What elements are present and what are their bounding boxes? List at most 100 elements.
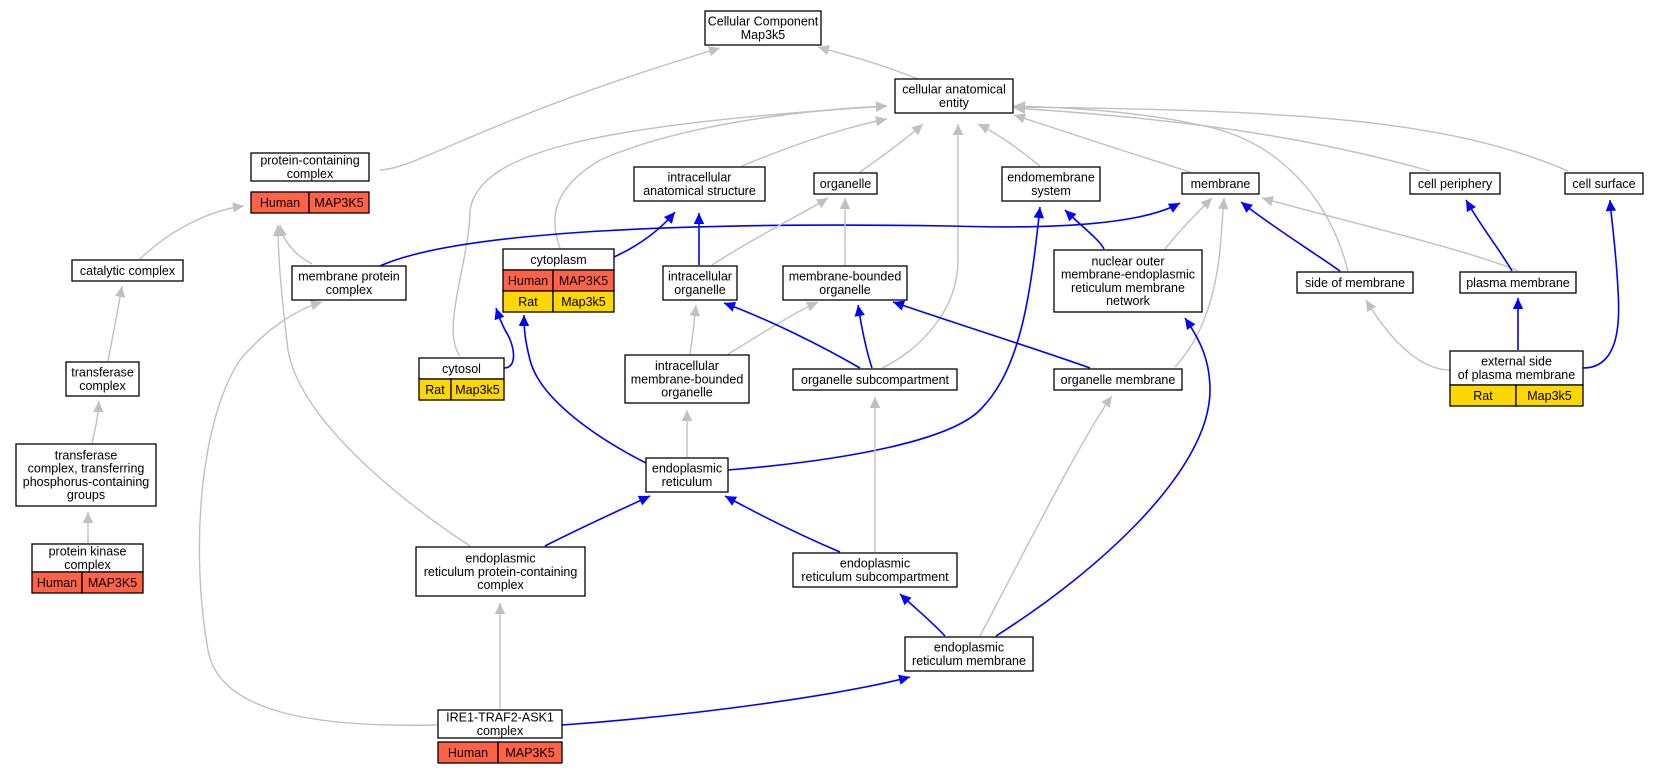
term-label-line: membrane protein [298,270,399,284]
is-a-edge-line [741,118,888,167]
edge-er-to-imbo [681,410,693,457]
term-label-line: intracellular [668,270,732,284]
edge-arrowhead [839,198,851,209]
edge-arrowhead [1014,101,1026,112]
annotation-cell [1515,384,1584,407]
rat-annotation-gene[interactable]: Map3k5 [1515,384,1584,407]
term-box [1001,166,1101,202]
annotation-label: Rat [425,383,445,397]
annotation-label: MAP3K5 [88,576,137,590]
term-box [71,259,184,282]
part-of-edge-line [727,206,1041,471]
rat-annotation-species[interactable]: Rat [502,290,554,313]
term-node-pm[interactable]: plasma membrane [1459,271,1577,294]
term-box [645,457,729,493]
term-node-org[interactable]: organelle [813,172,878,195]
term-label-line: groups [67,488,105,502]
edge-tcp-to-trc [91,400,104,444]
human-annotation-gene[interactable]: MAP3K5 [552,269,615,292]
edge-trc-to-catc [107,285,126,362]
part-of-edge-line [1582,199,1620,369]
edge-arrowhead [1605,200,1617,212]
term-box [1409,172,1501,195]
edge-csurf-to-cae [1013,101,1569,172]
term-label-line: organelle [820,177,871,191]
is-a-edge-line [1013,107,1431,172]
is-a-edge-line [711,197,829,266]
edge-mbo-to-org [839,198,851,265]
rat-annotation-species[interactable]: Rat [418,378,452,401]
edge-iorg-to-ias [693,213,705,265]
term-node-catc[interactable]: catalytic complex [71,259,184,282]
is-a-edge-line [1261,197,1519,272]
part-of-edge-line [544,495,651,547]
term-node-cper[interactable]: cell periphery [1409,172,1501,195]
annotation-label: Rat [1473,389,1493,403]
rat-annotation-gene[interactable]: Map3k5 [450,378,505,401]
term-label-line: Map3k5 [741,28,786,42]
edge-arrowhead [725,496,738,506]
term-label-line: external side [1481,355,1552,369]
term-node-osub[interactable]: organelle subcompartment [792,368,958,391]
human-annotation-species[interactable]: Human [437,741,499,764]
human-annotation-gene[interactable]: MAP3K5 [497,741,563,764]
is-a-edge-line [277,224,471,547]
term-node-nuc[interactable]: nuclear outermembrane-endoplasmicreticul… [1053,249,1203,313]
human-annotation-species[interactable]: Human [250,191,310,214]
annotation-cell [497,741,563,764]
is-a-edge-line [198,301,438,726]
edge-espm-to-pm [1512,298,1524,350]
term-label-line: organelle [661,386,712,400]
term-box [894,78,1014,114]
term-box [15,443,157,507]
edge-cae-to-root [817,45,919,80]
term-node-mem[interactable]: membrane [1181,172,1260,195]
human-annotation-gene[interactable]: MAP3K5 [81,571,144,594]
term-label-line: entity [939,96,970,110]
edge-arrowhead [1262,196,1274,207]
annotation-cell [552,290,615,313]
edge-som-to-mem [1240,201,1341,272]
edge-erm-to-nuc [995,317,1211,637]
term-box [291,265,407,301]
term-node-som[interactable]: side of membrane [1296,271,1414,294]
annotation-label: Human [448,746,488,760]
term-node-cytosol[interactable]: cytosol [418,357,505,380]
term-node-cyto[interactable]: cytoplasm [502,248,615,271]
part-of-edge-line [523,314,649,465]
rat-annotation-species[interactable]: Rat [1449,384,1517,407]
term-node-csurf[interactable]: cell surface [1564,172,1644,195]
human-annotation-gene[interactable]: MAP3K5 [308,191,370,214]
edge-arrowhead [689,305,701,317]
rat-annotation-gene[interactable]: Map3k5 [552,290,615,313]
term-label-line: organelle subcompartment [801,373,950,387]
human-annotation-species[interactable]: Human [502,269,554,292]
term-box [624,354,750,404]
term-label-line: endoplasmic [465,552,535,566]
term-label-line: cell surface [1572,177,1635,191]
human-annotation-species[interactable]: Human [31,571,83,594]
term-label-line: endomembrane [1007,171,1095,185]
part-of-edge-line [1240,201,1341,272]
term-node-omem[interactable]: organelle membrane [1053,368,1183,391]
term-label-line: plasma membrane [1466,276,1570,290]
term-label-line: complex [326,283,373,297]
